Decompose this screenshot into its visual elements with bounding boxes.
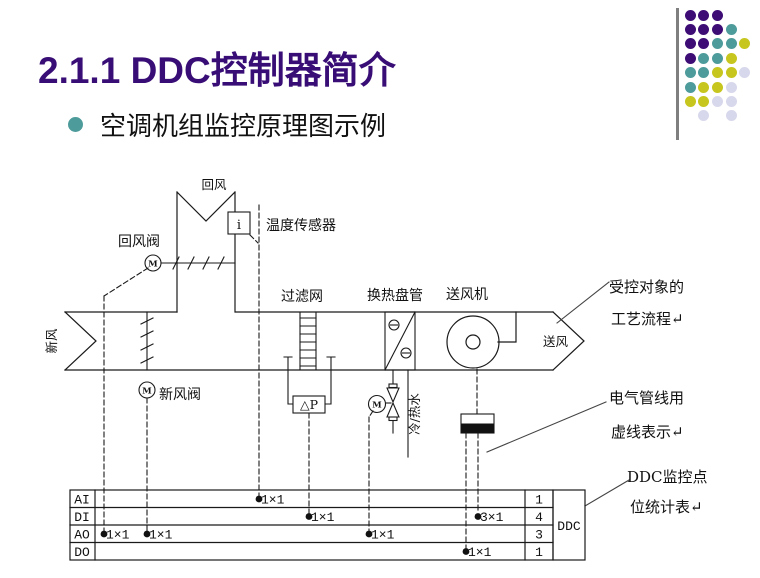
fan-starter-icon <box>460 413 495 434</box>
bullet-icon <box>68 117 83 132</box>
deco-dot <box>698 81 710 93</box>
fresh-valve-label: 新风阀 <box>159 387 201 403</box>
point-count-text: 1×1 <box>311 510 335 525</box>
deco-dot <box>684 23 696 35</box>
table-count-do: 1 <box>535 545 543 560</box>
ddc-box <box>552 489 586 561</box>
deco-dot <box>725 81 737 93</box>
deco-dot <box>711 95 723 107</box>
deco-dot <box>711 38 723 50</box>
return-damper-motor-glyph: M <box>148 260 158 270</box>
water-label: 冷/热水 <box>407 393 422 435</box>
water-valve-actuator-icon <box>367 394 387 414</box>
deco-dot <box>684 9 696 21</box>
table-count-ao: 3 <box>535 528 543 543</box>
deco-dot <box>711 81 723 93</box>
fan-label: 送风机 <box>446 287 488 303</box>
annotation-electrical-2: 虚线表示↵ <box>611 423 684 441</box>
deco-dot <box>725 95 737 107</box>
points-table <box>69 489 586 561</box>
deco-dot <box>684 52 696 64</box>
deco-dot <box>684 67 696 79</box>
deco-dot <box>698 67 710 79</box>
connection-dot <box>100 530 108 538</box>
deco-dot <box>725 23 737 35</box>
return-damper-actuator-icon <box>144 254 162 272</box>
deco-dot <box>698 95 710 107</box>
deco-dot <box>684 81 696 93</box>
coil-label: 换热盘管 <box>367 287 423 304</box>
deco-dot <box>698 110 710 122</box>
point-count-text: 1×1 <box>149 528 173 543</box>
table-row-label-di: DI <box>74 510 90 525</box>
point-count-text: 1×1 <box>261 493 285 508</box>
temp-sensor-glyph: i <box>237 218 241 233</box>
dp-switch <box>283 356 336 414</box>
annotation-ddc-2: 位统计表↵ <box>630 498 703 516</box>
table-count-ai: 1 <box>535 493 543 508</box>
supply-air-label: 送风 <box>543 334 569 349</box>
annotation-electrical-1: 电气管线用 <box>609 389 684 407</box>
deco-dot <box>698 23 710 35</box>
point-count-text: 1×1 <box>106 528 130 543</box>
temp-sensor-icon <box>227 211 251 235</box>
dp-label: △P <box>300 397 318 412</box>
return-air-label: 回风 <box>201 177 227 192</box>
point-count-text: 1×1 <box>468 545 492 560</box>
ddc-label: DDC <box>557 519 581 534</box>
connection-dot <box>143 530 151 538</box>
point-count-text: 3×1 <box>480 510 504 525</box>
annotation-ddc-1: DDC监控点 <box>627 468 708 486</box>
table-row-label-ai: AI <box>74 493 90 508</box>
deco-dot <box>725 52 737 64</box>
table-count-di: 4 <box>535 510 543 525</box>
return-damper <box>144 254 236 272</box>
fresh-damper <box>138 311 156 399</box>
deco-dot <box>711 23 723 35</box>
deco-dot <box>684 38 696 50</box>
coil-icon <box>384 311 416 371</box>
fan-icon <box>446 311 517 369</box>
deco-dot <box>739 38 751 50</box>
connection-dot <box>365 530 373 538</box>
water-valve <box>367 369 409 458</box>
annotation-leaders <box>486 281 630 507</box>
temp-sensor-label: 温度传感器 <box>266 217 336 234</box>
deco-dot <box>725 67 737 79</box>
electrical-dashed-lines <box>103 204 479 549</box>
bullet-item: 空调机组监控原理图示例 <box>68 106 386 143</box>
connection-dot <box>462 548 470 555</box>
deco-dot <box>725 38 737 50</box>
deco-dot <box>725 110 737 122</box>
return-valve-label: 回风阀 <box>118 234 160 250</box>
filter-icon <box>299 311 317 371</box>
water-valve-motor-glyph: M <box>372 401 382 411</box>
table-connection-points: 1×1 1×1 3×1 1×1 1×1 1×1 1×1 <box>100 493 504 560</box>
connection-dot <box>474 513 482 520</box>
deco-dot <box>684 95 696 107</box>
deco-dot <box>698 38 710 50</box>
table-row-label-do: DO <box>74 545 90 560</box>
corner-divider-line <box>676 8 679 140</box>
fresh-air-label: 新风 <box>44 328 59 354</box>
annotation-controlled-1: 受控对象的 <box>609 278 684 296</box>
deco-dot <box>711 9 723 21</box>
bullet-text: 空调机组监控原理图示例 <box>100 112 387 142</box>
filter-label: 过滤网 <box>281 289 323 305</box>
deco-dot <box>698 9 710 21</box>
deco-dot <box>739 67 751 79</box>
deco-dot <box>711 52 723 64</box>
point-count-text: 1×1 <box>371 528 395 543</box>
fresh-damper-motor-glyph: M <box>142 387 152 397</box>
connection-dot <box>305 513 313 520</box>
annotation-controlled-2: 工艺流程↵ <box>611 310 684 328</box>
deco-dot <box>698 52 710 64</box>
page-title: 2.1.1 DDC控制器简介 <box>38 50 396 91</box>
table-row-label-ao: AO <box>74 528 90 543</box>
deco-dot <box>711 67 723 79</box>
connection-dot <box>255 495 263 503</box>
